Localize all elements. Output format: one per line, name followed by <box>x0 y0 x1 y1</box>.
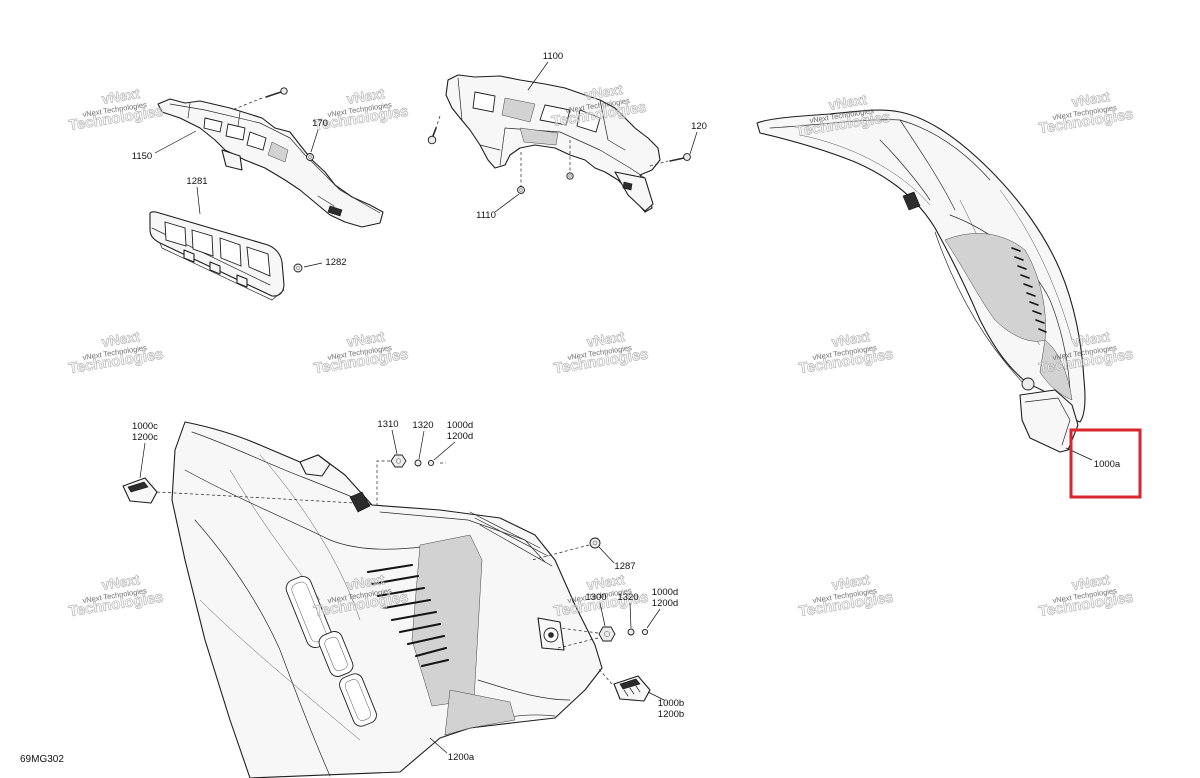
panel-1200a-vent-slats <box>366 563 450 668</box>
callout-1200b[interactable]: 1200b <box>658 709 684 720</box>
watermark-text: vNext <box>345 328 385 350</box>
part-1281-grille <box>149 211 285 301</box>
watermark-text: vNext <box>585 571 625 593</box>
watermark-text: vNext <box>345 571 385 593</box>
leader-lines <box>139 61 1093 754</box>
callout-1100[interactable]: 1100 <box>543 51 563 62</box>
callout-1000c[interactable]: 1000c <box>132 421 158 432</box>
clip-1000c <box>122 477 158 504</box>
watermark-text: vNext <box>100 571 140 593</box>
panel-1200a-windows <box>285 576 377 727</box>
callout-1320-upper[interactable]: 1320 <box>412 420 433 431</box>
part-1150-bracket <box>157 98 384 228</box>
callout-1200a[interactable]: 1200a <box>448 752 475 763</box>
watermark-text: vNext <box>583 81 623 103</box>
callout-1281[interactable]: 1281 <box>186 176 207 187</box>
screw-left-1100 <box>427 127 437 145</box>
fastener-1000d-upper <box>427 459 435 467</box>
callout-170[interactable]: 170 <box>312 118 328 129</box>
watermark-text: vNext <box>100 85 140 107</box>
callout-1000b[interactable]: 1000b <box>658 698 684 709</box>
watermark-text: vNext <box>1070 88 1110 110</box>
callout-1000d-upper[interactable]: 1000d <box>447 420 473 431</box>
nut-center-1100 <box>566 172 574 180</box>
callout-1200c[interactable]: 1200c <box>132 432 158 443</box>
watermark-text: vNext <box>830 328 870 350</box>
nut-1300 <box>598 626 616 642</box>
part-1100-support <box>445 74 661 213</box>
screw-top-left <box>265 87 288 98</box>
callout-1320-lower[interactable]: 1320 <box>617 592 638 603</box>
watermark-text: vNext <box>1070 571 1110 593</box>
assembly-guide-lines <box>156 97 669 685</box>
part-1000a-side-panel <box>756 109 1086 453</box>
nut-170 <box>306 153 314 161</box>
diagram-code: 69MG302 <box>20 754 64 765</box>
washer-1320-upper <box>414 459 422 467</box>
watermark-text: vNext <box>827 91 867 113</box>
washer-1287 <box>589 537 601 549</box>
washer-1320-lower <box>627 628 635 636</box>
watermark-text: vNext <box>100 328 140 350</box>
parts-layer <box>122 74 1086 778</box>
callout-1000d-lower[interactable]: 1000d <box>652 587 678 598</box>
callout-1282[interactable]: 1282 <box>325 257 346 268</box>
nut-1110 <box>517 186 525 194</box>
screw-120 <box>669 153 691 162</box>
callout-120[interactable]: 120 <box>691 121 707 132</box>
clip-1000b <box>613 675 651 702</box>
watermark-text: vNext <box>1070 328 1110 350</box>
watermark-text: vNext <box>830 571 870 593</box>
nut-1310 <box>390 454 407 468</box>
panel-1000a-vent-slats <box>1011 247 1047 333</box>
part-1200a-side-panel <box>171 421 603 778</box>
callout-1110[interactable]: 1110 <box>476 210 496 221</box>
callout-1200d-upper[interactable]: 1200d <box>447 431 473 442</box>
fastener-1000d-lower <box>641 628 649 636</box>
callout-labels: 1100 170 120 1150 1110 1281 1282 1000c 1… <box>132 51 1121 763</box>
screw-1282 <box>293 263 303 273</box>
callout-1310[interactable]: 1310 <box>377 419 398 430</box>
watermark-text: vNext <box>585 328 625 350</box>
callout-1300[interactable]: 1300 <box>585 592 606 603</box>
callout-1150[interactable]: 1150 <box>132 151 152 162</box>
watermark-text: vNext <box>345 85 385 107</box>
callout-1000a[interactable]: 1000a <box>1094 459 1121 470</box>
hardware <box>265 87 691 642</box>
highlight-box <box>1069 428 1142 499</box>
callout-1287[interactable]: 1287 <box>614 561 635 572</box>
callout-1200d-lower[interactable]: 1200d <box>652 598 678 609</box>
